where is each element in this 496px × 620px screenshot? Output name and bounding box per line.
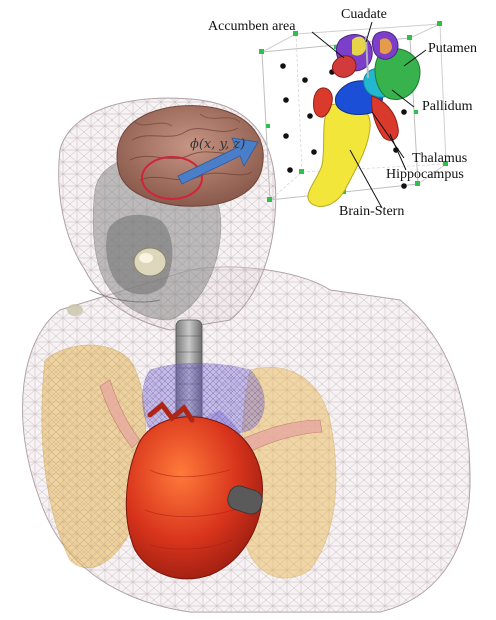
- label-thalamus: Thalamus: [412, 152, 467, 166]
- label-cuadate: Cuadate: [341, 8, 387, 22]
- accumben-shape: [332, 56, 356, 78]
- label-hippocampus: Hippocampus: [386, 168, 464, 182]
- label-pallidum: Pallidum: [422, 100, 473, 114]
- label-accumben-area: Accumben area: [208, 20, 295, 34]
- label-putamen: Putamen: [428, 42, 477, 56]
- brain-stern-shape: [308, 104, 370, 207]
- label-brain-stern: Brain-Stern: [339, 205, 404, 219]
- mapping-function-label: ϕ(x, y, z): [190, 137, 245, 152]
